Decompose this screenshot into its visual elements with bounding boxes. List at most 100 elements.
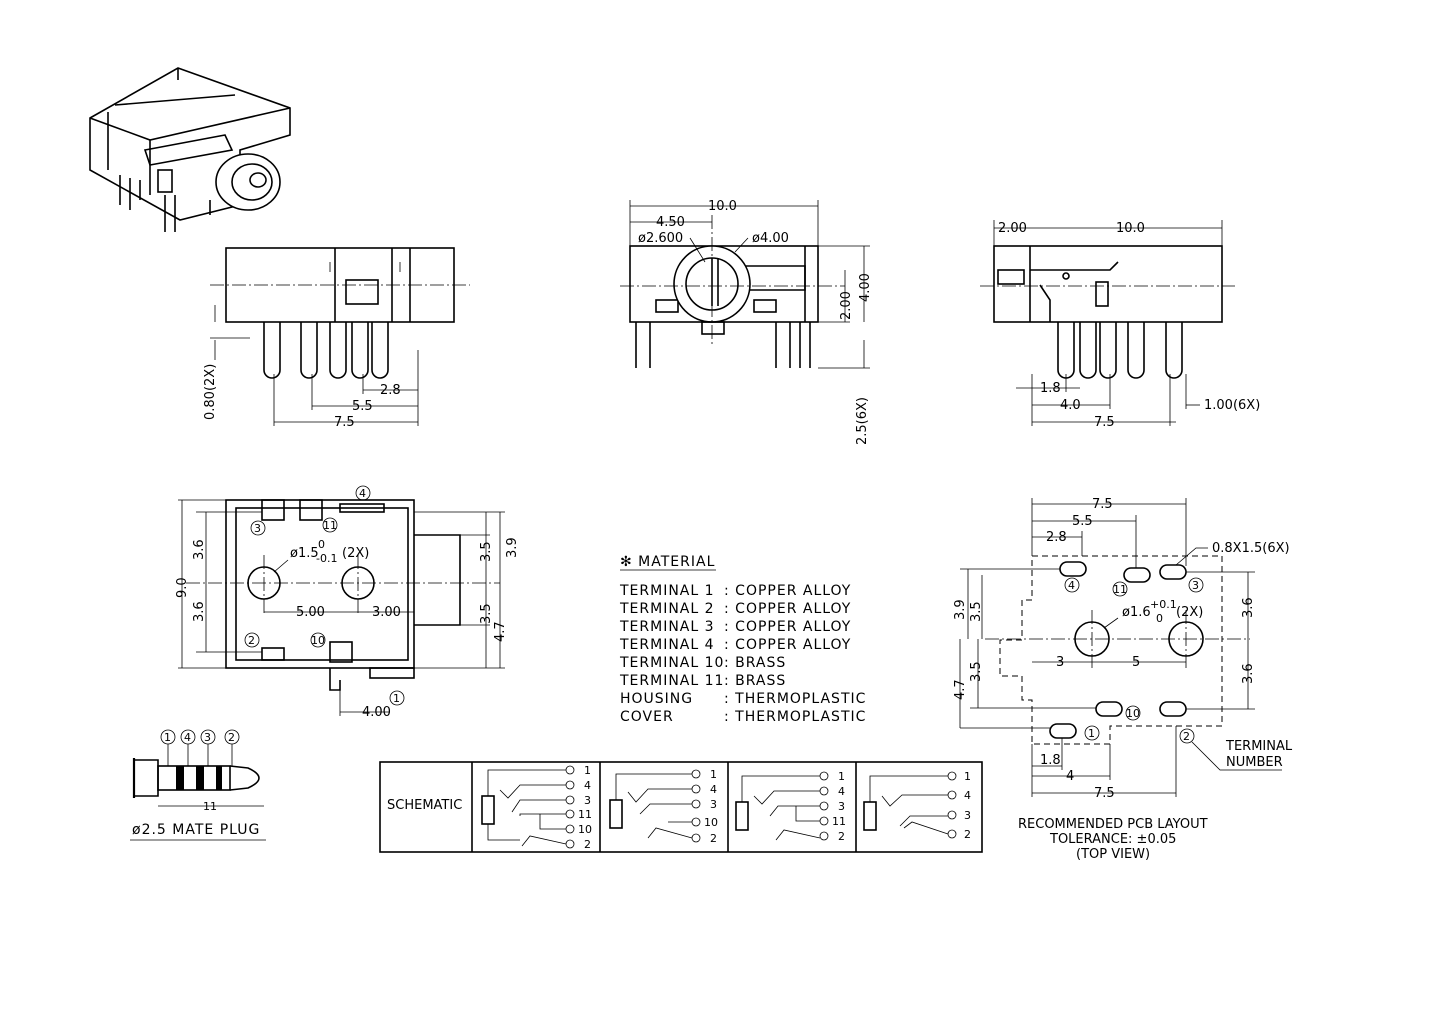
schem-c3-t1: 4 xyxy=(838,785,845,798)
material-part-3: TERMINAL 4 xyxy=(619,637,715,653)
pcb-layout: 7.5 5.5 2.8 0.8X1.5(6X) 3.9 3.5 4.7 3.5 … xyxy=(953,497,1293,862)
bottom-dim-9: 4.00 xyxy=(362,705,391,720)
schem-c2-t4: 2 xyxy=(710,832,717,845)
pcb-terminal-11: 11 xyxy=(1113,583,1127,596)
schem-c1-t0: 1 xyxy=(584,764,591,777)
schematic-col-4: 1 4 3 2 xyxy=(863,770,971,841)
pcb-dim-1: 5.5 xyxy=(1072,514,1093,529)
schematic-table: SCHEMATIC 1 4 3 11 10 2 1 4 xyxy=(379,761,983,853)
pcb-dim-0: 7.5 xyxy=(1092,497,1113,512)
bottom-hole-count: (2X) xyxy=(342,546,369,561)
bottom-dim-3: 3.5 xyxy=(479,541,494,562)
schematic-col-1: 1 4 3 11 10 2 xyxy=(481,764,592,851)
front-dim-0: 0.80(2X) xyxy=(203,364,218,420)
rear-view: 2.00 10.0 1.8 4.0 1.00(6X) 7.5 xyxy=(980,220,1260,430)
plug-terminal-1: 1 xyxy=(164,731,171,744)
pcb-dim-13: 4 xyxy=(1066,769,1074,784)
bottom-dim-7: 5.00 xyxy=(296,605,325,620)
rear-dim-0: 2.00 xyxy=(998,221,1027,236)
pcb-dim-6: 3.6 xyxy=(1241,597,1256,618)
pcb-dim-12: 1.8 xyxy=(1040,753,1061,768)
schem-c3-t2: 3 xyxy=(838,800,845,813)
bottom-hole-label: ø1.5 xyxy=(290,546,319,561)
pcb-caption-2: TOLERANCE: ±0.05 xyxy=(1049,832,1176,847)
material-value-5: : BRASS xyxy=(724,673,786,689)
side-dim-1: 4.50 xyxy=(656,215,685,230)
bottom-dim-8: 3.00 xyxy=(372,605,401,620)
schematic-label: SCHEMATIC xyxy=(387,798,462,813)
rear-dim-5: 7.5 xyxy=(1094,415,1115,430)
rear-dim-1: 10.0 xyxy=(1116,221,1145,236)
isometric-view xyxy=(89,67,291,232)
bottom-terminal-4: 4 xyxy=(359,487,366,500)
plug-length: 11 xyxy=(203,800,217,813)
pcb-dim-4: 3.9 xyxy=(953,599,968,620)
material-value-4: : BRASS xyxy=(724,655,786,671)
schem-c1-t4: 10 xyxy=(578,823,592,836)
bottom-terminal-11: 11 xyxy=(323,519,337,532)
pcb-dim-3: 0.8X1.5(6X) xyxy=(1212,541,1290,556)
schem-c3-t3: 11 xyxy=(832,815,846,828)
material-part-7: COVER xyxy=(620,709,674,725)
material-title: ✻ MATERIAL xyxy=(620,554,715,570)
bottom-dim-4: 3.9 xyxy=(505,537,520,558)
schem-c2-t3: 10 xyxy=(704,816,718,829)
pcb-caption-3: (TOP VIEW) xyxy=(1076,847,1150,862)
pcb-dim-11: 3.6 xyxy=(1241,663,1256,684)
schematic-col-2: 1 4 3 10 2 xyxy=(609,768,718,845)
front-dim-2: 5.5 xyxy=(352,399,373,414)
schematic-col-3: 1 4 3 11 2 xyxy=(735,770,846,843)
material-value-3: : COPPER ALLOY xyxy=(724,637,851,653)
pcb-terminal-note-2: NUMBER xyxy=(1226,755,1283,770)
side-dim-4: 2.00 xyxy=(839,291,854,320)
pcb-dim-9: 4.7 xyxy=(953,679,968,700)
plug-terminal-3: 3 xyxy=(204,731,211,744)
material-value-6: : THERMOPLASTIC xyxy=(724,691,866,707)
schem-c2-t1: 4 xyxy=(710,783,717,796)
side-view: 10.0 4.50 ø2.600 ø4.00 2.00 4.00 2.5(6X) xyxy=(620,199,873,445)
bottom-dim-6: 4.7 xyxy=(493,621,508,642)
schem-c1-t1: 4 xyxy=(584,779,591,792)
bottom-dim-1: 3.6 xyxy=(192,539,207,560)
pcb-hole-count: (2X) xyxy=(1176,605,1203,620)
bottom-hole-tol-upper: 0 xyxy=(318,538,325,551)
pcb-dim-2: 2.8 xyxy=(1046,530,1067,545)
pcb-dim-7: 3 xyxy=(1056,655,1064,670)
pcb-dim-10: 3.5 xyxy=(969,661,984,682)
bottom-terminal-2: 2 xyxy=(248,634,255,647)
plug-terminal-4: 4 xyxy=(184,731,191,744)
schem-c4-t3: 2 xyxy=(964,828,971,841)
side-dim-2: ø2.600 xyxy=(638,231,683,246)
pcb-terminal-10: 10 xyxy=(1126,707,1140,720)
material-value-0: : COPPER ALLOY xyxy=(724,583,851,599)
pcb-terminal-3: 3 xyxy=(1192,579,1199,592)
schem-c1-t3: 11 xyxy=(578,808,592,821)
side-dim-0: 10.0 xyxy=(708,199,737,214)
bottom-dim-5: 3.5 xyxy=(479,603,494,624)
bottom-terminal-3: 3 xyxy=(254,522,261,535)
pcb-dim-5: 3.5 xyxy=(969,601,984,622)
pcb-terminal-4: 4 xyxy=(1068,579,1075,592)
front-view: 0.80(2X) 2.8 5.5 7.5 xyxy=(203,247,470,430)
bottom-dim-2: 3.6 xyxy=(192,601,207,622)
schem-c2-t2: 3 xyxy=(710,798,717,811)
bottom-hole-tol-lower: -0.1 xyxy=(316,552,337,565)
front-dim-3: 7.5 xyxy=(334,415,355,430)
schem-c1-t2: 3 xyxy=(584,794,591,807)
plug-terminal-2: 2 xyxy=(228,731,235,744)
material-part-5: TERMINAL 11 xyxy=(619,673,724,689)
bottom-view: 9.0 3.6 3.6 3.5 3.9 3.5 4.7 5.00 3.00 4.… xyxy=(175,485,520,720)
rear-dim-4: 1.00(6X) xyxy=(1204,398,1260,413)
pcb-terminal-note-1: TERMINAL xyxy=(1225,739,1293,754)
bottom-terminal-10: 10 xyxy=(311,634,325,647)
schem-c2-t0: 1 xyxy=(710,768,717,781)
material-part-6: HOUSING xyxy=(620,691,693,707)
schem-c1-t5: 2 xyxy=(584,838,591,851)
material-value-2: : COPPER ALLOY xyxy=(724,619,851,635)
schem-c4-t1: 4 xyxy=(964,789,971,802)
material-part-2: TERMINAL 3 xyxy=(619,619,715,635)
pcb-dim-14: 7.5 xyxy=(1094,786,1115,801)
pcb-terminal-2: 2 xyxy=(1183,730,1190,743)
